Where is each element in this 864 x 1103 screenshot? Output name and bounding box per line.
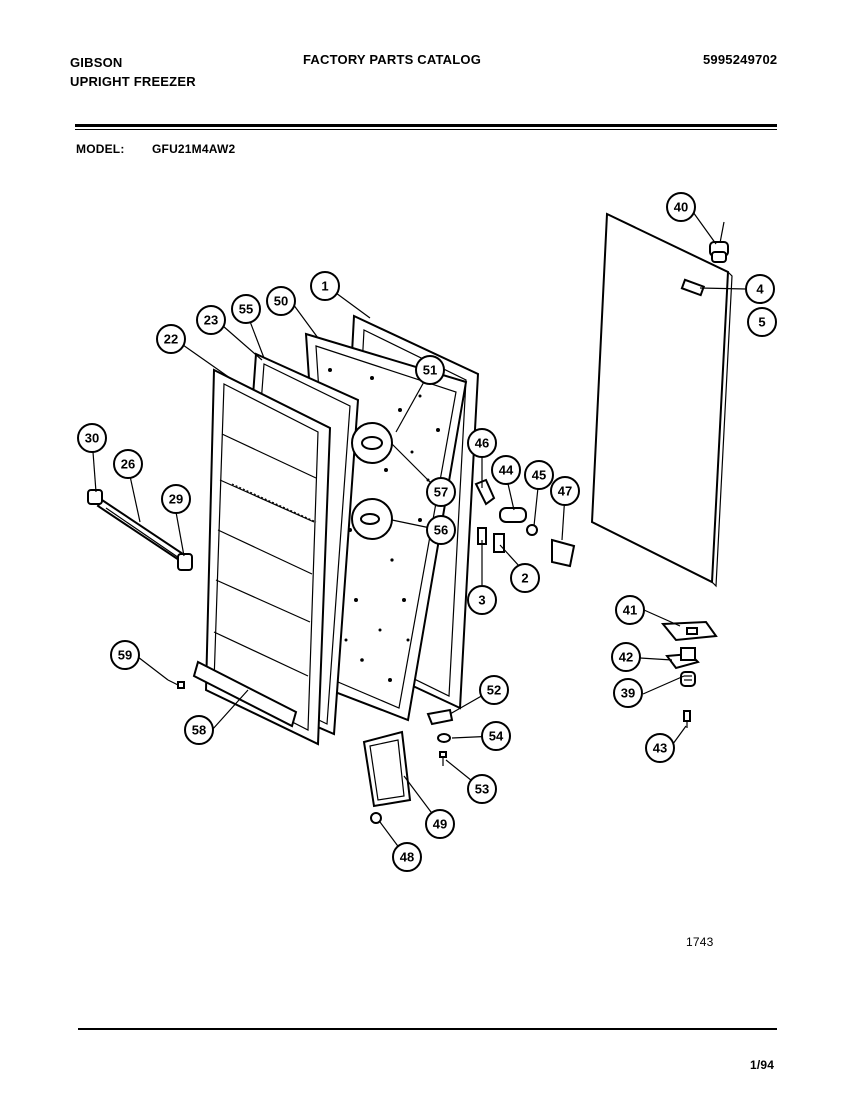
- callout-52: 52: [479, 675, 509, 705]
- callout-29: 29: [161, 484, 191, 514]
- svg-text:56: 56: [434, 523, 448, 538]
- callout-46: 46: [467, 428, 497, 458]
- svg-text:52: 52: [487, 683, 501, 698]
- svg-text:23: 23: [204, 313, 218, 328]
- svg-text:54: 54: [489, 729, 504, 744]
- bottom-hinge: [660, 620, 718, 728]
- svg-text:26: 26: [121, 457, 135, 472]
- callout-43: 43: [645, 733, 675, 763]
- catalog-title: FACTORY PARTS CATALOG: [303, 52, 482, 67]
- callout-44: 44: [491, 455, 521, 485]
- svg-text:45: 45: [532, 468, 546, 483]
- callout-41: 41: [615, 595, 645, 625]
- svg-text:57: 57: [434, 485, 448, 500]
- brand-name: GIBSON: [70, 55, 123, 70]
- callout-42: 42: [611, 642, 641, 672]
- svg-text:1: 1: [321, 279, 328, 294]
- callout-55: 55: [231, 294, 261, 324]
- hinge-pin-top: [709, 221, 729, 263]
- svg-text:55: 55: [239, 302, 253, 317]
- svg-text:41: 41: [623, 603, 637, 618]
- svg-text:46: 46: [475, 436, 489, 451]
- date-code: 1/94: [750, 1058, 775, 1072]
- callout-47: 47: [550, 476, 580, 506]
- lower-hinge-bracket: [426, 708, 454, 766]
- model-value: GFU21M4AW2: [152, 142, 236, 156]
- product-type: UPRIGHT FREEZER: [70, 74, 196, 89]
- header-rule-thin: [75, 129, 777, 130]
- svg-text:30: 30: [85, 431, 99, 446]
- footer-rule: [78, 1028, 777, 1030]
- callout-3: 3: [467, 585, 497, 615]
- svg-text:53: 53: [475, 782, 489, 797]
- svg-text:59: 59: [118, 648, 132, 663]
- door-shelf-rack: [87, 489, 193, 571]
- callout-26: 26: [113, 449, 143, 479]
- outer-door-panel: [590, 212, 733, 588]
- svg-text:22: 22: [164, 332, 178, 347]
- callout-45: 45: [524, 460, 554, 490]
- callout-23: 23: [196, 305, 226, 335]
- callout-50: 50: [266, 286, 296, 316]
- figure-number: 1743: [686, 935, 714, 949]
- callout-1: 1: [310, 271, 340, 301]
- svg-text:49: 49: [433, 817, 447, 832]
- callout-51: 51: [415, 355, 445, 385]
- svg-text:43: 43: [653, 741, 667, 756]
- svg-text:48: 48: [400, 850, 414, 865]
- svg-text:29: 29: [169, 492, 183, 507]
- callout-58: 58: [184, 715, 214, 745]
- svg-text:39: 39: [621, 686, 635, 701]
- door-liner: [204, 368, 332, 746]
- callout-30: 30: [77, 423, 107, 453]
- callout-54: 54: [481, 721, 511, 751]
- callout-40: 40: [666, 192, 696, 222]
- svg-text:44: 44: [499, 463, 514, 478]
- callout-56: 56: [426, 515, 456, 545]
- svg-text:47: 47: [558, 484, 572, 499]
- header-rule-thick: [75, 124, 777, 127]
- callout-48: 48: [392, 842, 422, 872]
- catalog-number: 5995249702: [703, 52, 778, 67]
- key-magnified: [351, 422, 393, 540]
- svg-text:2: 2: [521, 571, 528, 586]
- model-label: MODEL:: [76, 142, 125, 156]
- callout-22: 22: [156, 324, 186, 354]
- callout-57: 57: [426, 477, 456, 507]
- svg-text:42: 42: [619, 650, 633, 665]
- callout-4: 4: [745, 274, 775, 304]
- svg-text:40: 40: [674, 200, 688, 215]
- callout-49: 49: [425, 809, 455, 839]
- svg-text:5: 5: [758, 315, 765, 330]
- svg-text:4: 4: [756, 282, 764, 297]
- callout-59: 59: [110, 640, 140, 670]
- screw-59: [167, 679, 185, 689]
- svg-text:3: 3: [478, 593, 485, 608]
- callout-53: 53: [467, 774, 497, 804]
- lock-assembly: [474, 478, 576, 568]
- callout-39: 39: [613, 678, 643, 708]
- svg-text:51: 51: [423, 363, 437, 378]
- svg-text:58: 58: [192, 723, 206, 738]
- callout-5: 5: [747, 307, 777, 337]
- svg-text:50: 50: [274, 294, 288, 309]
- callout-2: 2: [510, 563, 540, 593]
- toe-grille: [362, 730, 412, 824]
